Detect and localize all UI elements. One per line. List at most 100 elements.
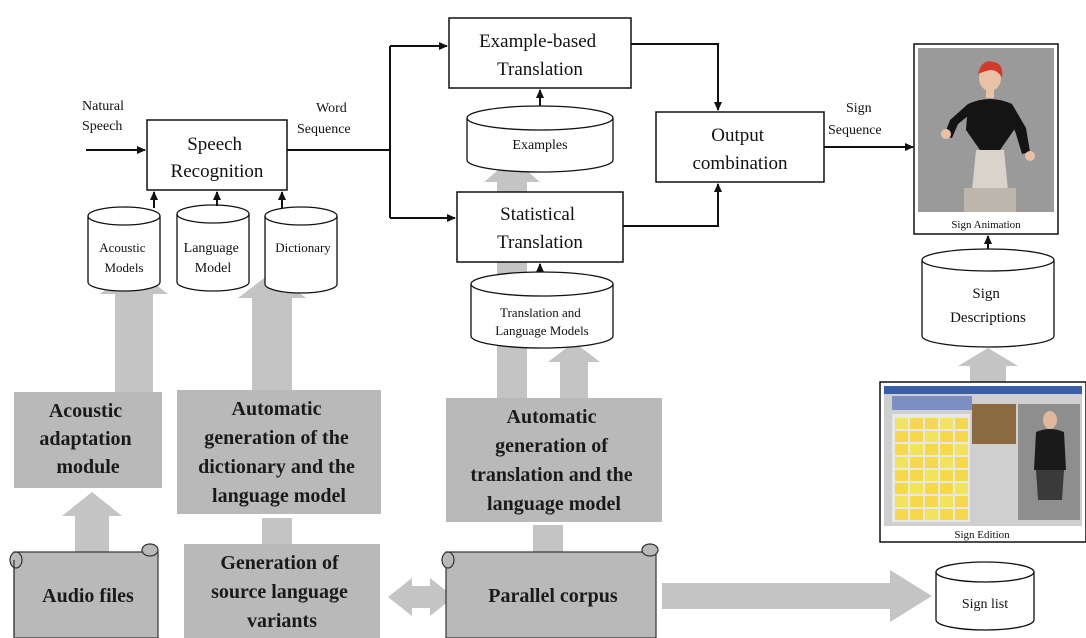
sign-sequence-label: Sign Sequence	[828, 101, 882, 138]
sign-list-label: Sign list	[962, 597, 1008, 612]
audio-files-scroll: Audio files	[9, 543, 159, 638]
examples-label: Examples	[512, 138, 567, 153]
gray-arrow-acoustic-up	[100, 268, 168, 392]
sign-tile	[895, 509, 908, 520]
sign-animation-caption: Sign Animation	[951, 219, 1021, 231]
sign-tile	[925, 483, 938, 494]
gray-flow-arrows	[62, 158, 1018, 622]
arrow-statistical-to-output	[623, 183, 722, 227]
sign-tile	[910, 457, 923, 468]
sign-tile	[895, 470, 908, 481]
gray-arrow-audio-up	[62, 492, 122, 552]
sign-tile	[895, 457, 908, 468]
sign-tile	[895, 431, 908, 442]
output-combination-label: Output combination	[693, 125, 788, 174]
gray-arrow-corpus-up	[533, 525, 563, 555]
arrow-example-to-output	[631, 43, 722, 111]
sign-tile	[925, 509, 938, 520]
sign-tile	[925, 418, 938, 429]
sign-tile	[955, 483, 968, 494]
sign-tile	[955, 470, 968, 481]
gray-arrow-models-up	[548, 342, 600, 398]
acoustic-models-label: Acoustic Models	[99, 240, 148, 275]
sign-tile	[940, 509, 953, 520]
automatic-translation-lm-module	[446, 398, 662, 522]
acoustic-adaptation-module	[14, 392, 162, 488]
sign-tile	[940, 444, 953, 455]
sign-tile	[895, 483, 908, 494]
db-sign-descriptions	[921, 248, 1055, 348]
sign-tile	[910, 431, 923, 442]
sign-animation-panel: Sign Animation	[913, 43, 1059, 235]
sign-tile	[910, 444, 923, 455]
db-translation-language-models	[470, 271, 614, 349]
db-acoustic-models	[87, 206, 161, 292]
generation-source-variants-module	[184, 544, 380, 638]
databases	[87, 105, 1055, 631]
parallel-corpus-scroll: Parallel corpus	[441, 543, 659, 638]
sign-tile	[955, 431, 968, 442]
flow-arrows	[86, 42, 992, 272]
speech-recognition-box	[146, 119, 288, 191]
sign-edition-caption: Sign Edition	[954, 529, 1010, 541]
translation-models-label: Translation and Language Models	[495, 305, 589, 338]
sign-tile	[940, 457, 953, 468]
dictionary-module-text: Automatic generation of the dictionary a…	[198, 398, 360, 507]
sign-tile	[895, 418, 908, 429]
gray-modules: Acoustic adaptation module Automatic gen…	[14, 390, 662, 638]
translation-module-text: Automatic generation of translation and …	[470, 406, 637, 515]
edition-toolbar	[892, 396, 972, 410]
sign-tile	[925, 444, 938, 455]
sign-tile	[955, 418, 968, 429]
sign-tile	[940, 483, 953, 494]
sign-tile	[940, 470, 953, 481]
sign-tile	[940, 418, 953, 429]
speech-recognition-label: Speech Recognition	[171, 134, 264, 182]
sign-tile	[940, 431, 953, 442]
sign-tile	[955, 444, 968, 455]
parallel-corpus-label: Parallel corpus	[488, 585, 618, 607]
db-sign-list	[935, 561, 1035, 631]
edition-sign-grid	[895, 418, 968, 520]
db-language-model	[176, 204, 250, 292]
sign-tile	[955, 509, 968, 520]
avatar-figure	[941, 61, 1035, 212]
example-based-translation-label: Example-based Translation	[479, 31, 601, 80]
edition-preview-small	[972, 404, 1016, 444]
statistical-translation-box	[456, 191, 624, 263]
edition-titlebar	[884, 386, 1082, 394]
gray-arrow-corpus-variants	[388, 578, 454, 616]
process-boxes	[146, 17, 825, 263]
gray-arrow-corpus-signlist	[662, 570, 932, 622]
sign-tile	[910, 418, 923, 429]
db-dictionary	[264, 206, 338, 294]
statistical-translation-label: Statistical Translation	[497, 204, 583, 253]
language-model-label: Language Model	[184, 241, 243, 276]
edition-avatar	[1034, 411, 1066, 500]
sign-tile	[940, 496, 953, 507]
sign-tile	[955, 496, 968, 507]
output-combination-box	[655, 111, 825, 183]
word-sequence-label: Word Sequence	[297, 101, 351, 137]
sign-tile	[925, 431, 938, 442]
automatic-dictionary-lm-module	[177, 390, 381, 514]
sign-edition-panel: Sign Edition	[879, 381, 1086, 543]
sign-tile	[925, 457, 938, 468]
sign-tile	[895, 496, 908, 507]
sign-tile	[910, 483, 923, 494]
sign-tile	[910, 496, 923, 507]
db-examples	[466, 105, 614, 173]
database-labels: Acoustic Models Language Model Dictionar…	[99, 138, 1026, 612]
sign-tile	[895, 444, 908, 455]
variants-module-text: Generation of source language variants	[211, 552, 353, 632]
sign-descriptions-label: Sign Descriptions	[950, 286, 1026, 326]
sign-tile	[910, 470, 923, 481]
sign-tile	[955, 457, 968, 468]
gray-arrow-dictionary-up	[238, 272, 306, 392]
acoustic-module-text: Acoustic adaptation module	[39, 400, 136, 478]
audio-files-label: Audio files	[42, 585, 134, 607]
sign-tile	[925, 470, 938, 481]
flow-labels: Natural Speech Word Sequence Sign Sequen…	[82, 99, 882, 138]
dictionary-label: Dictionary	[275, 240, 331, 255]
